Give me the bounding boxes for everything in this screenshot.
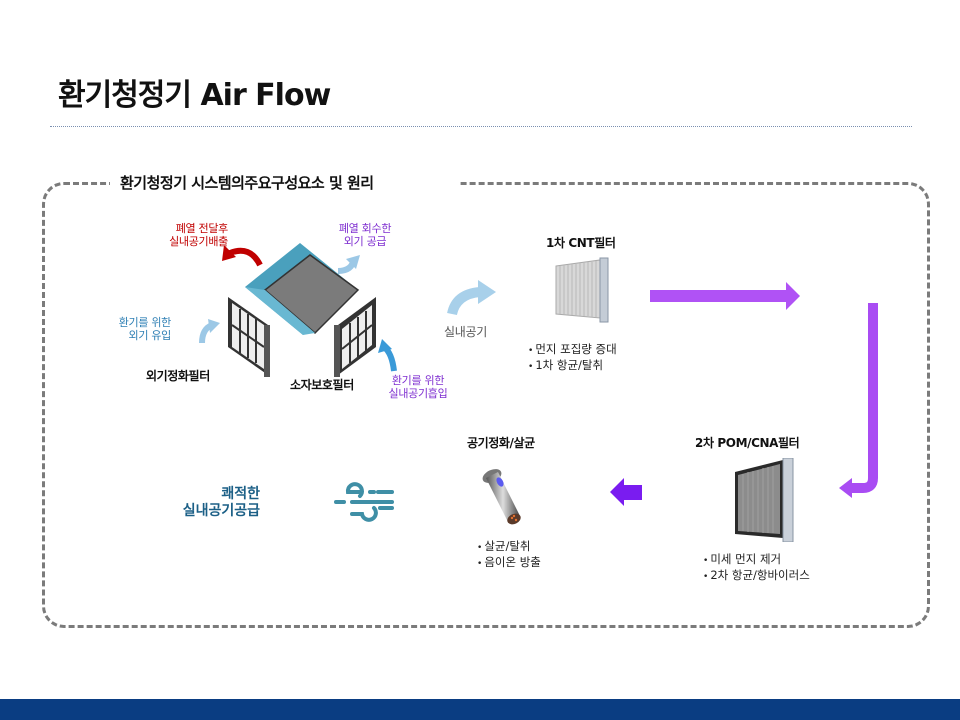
cnt-filter-bullets: 먼지 포집량 증대 1차 항균/탈취 [528,342,617,374]
bullet-item: 1차 항균/탈취 [528,358,617,374]
element-filter-icon [334,297,376,377]
bullet-item: 음이온 방출 [477,555,541,571]
footer-bar [0,699,960,720]
diagram-frame [42,182,930,628]
flow-arrow-left-icon [610,478,642,506]
supply-arrow-icon [337,255,360,274]
pom-cna-filter-title: 2차 POM/CNA필터 [695,436,800,450]
indoor-intake-arrow-icon [378,339,397,372]
flow-arrow-down-left-icon [839,303,878,498]
bullet-item: 살균/탈취 [477,539,541,555]
sterilizer-bullets: 살균/탈취 음이온 방출 [477,539,541,571]
heat-exchanger-icon [245,243,360,335]
pom-cna-filter-icon [735,458,794,542]
bullet-item: 미세 먼지 제거 [703,552,810,568]
flow-arrow-right-icon [650,282,800,310]
cnt-filter-icon [555,257,609,323]
pom-cna-filter-bullets: 미세 먼지 제거 2차 항균/항바이러스 [703,552,810,584]
result-label: 쾌적한 실내공기공급 [182,486,260,519]
erv-unit-diagram [199,243,397,377]
bullet-item: 2차 항균/항바이러스 [703,568,810,584]
sterilizer-lamp-icon [482,469,521,525]
supply-label: 폐열 회수한 외기 공급 [338,222,392,248]
indoor-air-label: 실내공기 [444,325,487,339]
frame-title-mask [110,170,460,196]
bullet-item: 먼지 포집량 증대 [528,342,616,358]
wind-icon [334,482,394,522]
cnt-filter-title: 1차 CNT필터 [546,236,616,250]
exhaust-arrow-icon [222,245,263,267]
exhaust-label: 폐열 전달후 실내공기배출 [169,222,228,248]
outdoor-filter-icon [228,297,270,377]
slide-title: 환기청정기 Air Flow [58,78,331,113]
indoor-air-arrow-icon [447,280,496,316]
section-title: 환기청정기 시스템의주요구성요소 및 원리 [120,174,374,192]
title-divider [50,126,912,127]
outdoor-intake-arrow-icon [199,319,220,344]
indoor-intake-label: 환기를 위한 실내공기흡입 [388,374,448,400]
outdoor-intake-label: 환기를 위한 외기 유입 [118,316,172,342]
sterilizer-title: 공기정화/살균 [467,436,535,450]
element-filter-label: 소자보호필터 [290,378,354,392]
outdoor-filter-label: 외기정화필터 [146,369,210,383]
